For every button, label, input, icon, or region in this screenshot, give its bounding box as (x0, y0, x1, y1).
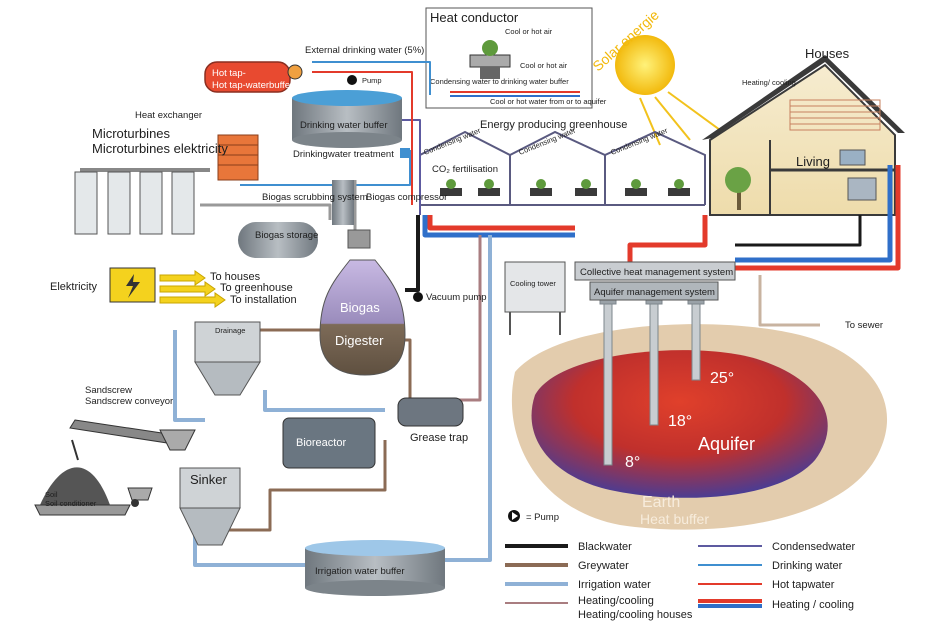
shovel-icon (71, 439, 79, 461)
collective-heat-label: Collective heat management system (580, 267, 733, 278)
heating-cooling-house-label: Heating/ cooling (742, 78, 796, 87)
biogas-storage-label: Biogas storage (255, 230, 318, 241)
greenhouse-planters (440, 188, 690, 196)
drainage-label: Drainage (215, 326, 245, 335)
pump-icon (347, 75, 357, 85)
aquifer-temp-8: 8° (625, 454, 640, 471)
irrigation-water-buffer (305, 540, 445, 596)
biogas-label: Biogas (340, 300, 380, 315)
bioreactor-label: Bioreactor (296, 437, 346, 449)
heat-exchanger (217, 134, 259, 181)
drainage (194, 321, 261, 396)
earth-label: Earth (642, 494, 680, 511)
legend-hot-tap: Hot tapwater (772, 579, 835, 591)
drinking-water-buffer (292, 90, 402, 148)
microturbines-label-1: Microturbines (92, 126, 171, 141)
greenhouse (419, 130, 706, 206)
cool-hot-air-top-label: Cool or hot air (505, 27, 553, 36)
drinking-water-treatment-label: Drinkingwater treatment (293, 149, 394, 160)
legend-heating-houses: Heating/cooling houses (578, 609, 693, 621)
hot-tap-buffer-label: Hot tap-waterbuffer (212, 80, 293, 91)
bioreactor (282, 417, 376, 469)
microturbines (74, 171, 195, 235)
wheelbarrow-icon (127, 487, 153, 507)
cool-hot-water-label: Cool or hot water from or to aquifer (490, 97, 607, 106)
grease-trap (397, 397, 464, 427)
biogas-scrubbing-label: Biogas scrubbing system (262, 192, 368, 203)
house (702, 55, 905, 216)
soil-conditioner-label: Soil conditioner (45, 499, 97, 508)
sandscrew-label: Sandscrew conveyor (85, 396, 173, 407)
soil-pile (34, 467, 131, 516)
houses-label: Houses (805, 46, 850, 61)
legend-irrigation: Irrigation water (578, 579, 651, 591)
microturbines-label: Microturbines elektricity (92, 141, 228, 156)
cooling-tower (504, 261, 566, 335)
irrigation-buffer-label: Irrigation water buffer (315, 566, 405, 577)
grease-trap-label: Grease trap (410, 432, 468, 444)
sinker-label: Sinker (190, 472, 228, 487)
pipes (80, 61, 901, 567)
soil-conditioner-label-1: Soil (45, 490, 58, 499)
hot-tap-buffer-label-1: Hot tap- (212, 68, 246, 79)
to-sewer-label: To sewer (845, 320, 883, 331)
biogas-compressor (347, 229, 371, 249)
legend-greywater: Greywater (578, 560, 629, 572)
sandscrew-conveyor (69, 419, 196, 451)
condensing-water-label-1: Condensing water (422, 126, 482, 157)
cool-hot-air-mid-label: Cool or hot air (520, 61, 568, 70)
biogas-compressor-label: Biogas compressor (366, 192, 447, 203)
to-installation-label: To installation (230, 294, 297, 306)
sandscrew-label-1: Sandscrew (85, 385, 132, 396)
pump-icon (413, 292, 423, 302)
legend-pump: = Pump (526, 512, 559, 523)
legend: = Pump Blackwater Greywater Irrigation w… (505, 510, 856, 621)
sinker (179, 467, 241, 546)
vacuum-pump-label: Vacuum pump (426, 292, 487, 303)
legend-drinking: Drinking water (772, 560, 843, 572)
pump-top-label: Pump (362, 76, 382, 85)
hot-tap-water-buffer (204, 61, 303, 93)
heat-exchanger-label: Heat exchanger (135, 110, 202, 121)
cooling-tower-label: Cooling tower (510, 279, 556, 288)
digester (319, 259, 406, 376)
to-greenhouse-label: To greenhouse (220, 282, 293, 294)
electricity-box (109, 267, 156, 303)
heat-buffer-label: Heat buffer (640, 511, 709, 527)
elektricity-label: Elektricity (50, 281, 98, 293)
heat-conductor-title: Heat conductor (430, 10, 519, 25)
co2-label: CO₂ fertilisation (432, 164, 498, 175)
to-houses-label: To houses (210, 271, 261, 283)
drinking-water-buffer-label: Drinking water buffer (300, 120, 387, 131)
plant-icon (446, 179, 684, 189)
collective-heat-system (574, 261, 736, 301)
digester-label: Digester (335, 333, 384, 348)
legend-blackwater: Blackwater (578, 541, 632, 553)
condensing-water-to-buffer-label: Condensing water to drinking water buffe… (430, 77, 569, 86)
biogas-storage (238, 222, 318, 258)
pump-icon (508, 510, 520, 522)
legend-heating-houses-1: Heating/cooling (578, 595, 654, 607)
heat-conductor-inset (425, 7, 593, 109)
tree-icon (725, 167, 751, 210)
treatment-unit (400, 148, 410, 158)
aquifer-temp-18: 18° (668, 413, 692, 430)
legend-heating-cooling: Heating / cooling (772, 599, 854, 611)
external-drinking-water-label: External drinking water (5%) (305, 45, 424, 56)
sun-icon (615, 35, 721, 146)
biogas-scrubbing (332, 180, 354, 225)
electricity-arrows (159, 270, 226, 308)
aquifer-management-label: Aquifer management system (594, 287, 715, 298)
legend-condensed: Condensedwater (772, 541, 856, 553)
living-label: Living (796, 154, 830, 169)
aquifer-label: Aquifer (698, 434, 755, 454)
energy-greenhouse-label: Energy producing greenhouse (480, 119, 627, 131)
aquifer-temp-25: 25° (710, 370, 734, 387)
lightning-icon (126, 274, 140, 298)
